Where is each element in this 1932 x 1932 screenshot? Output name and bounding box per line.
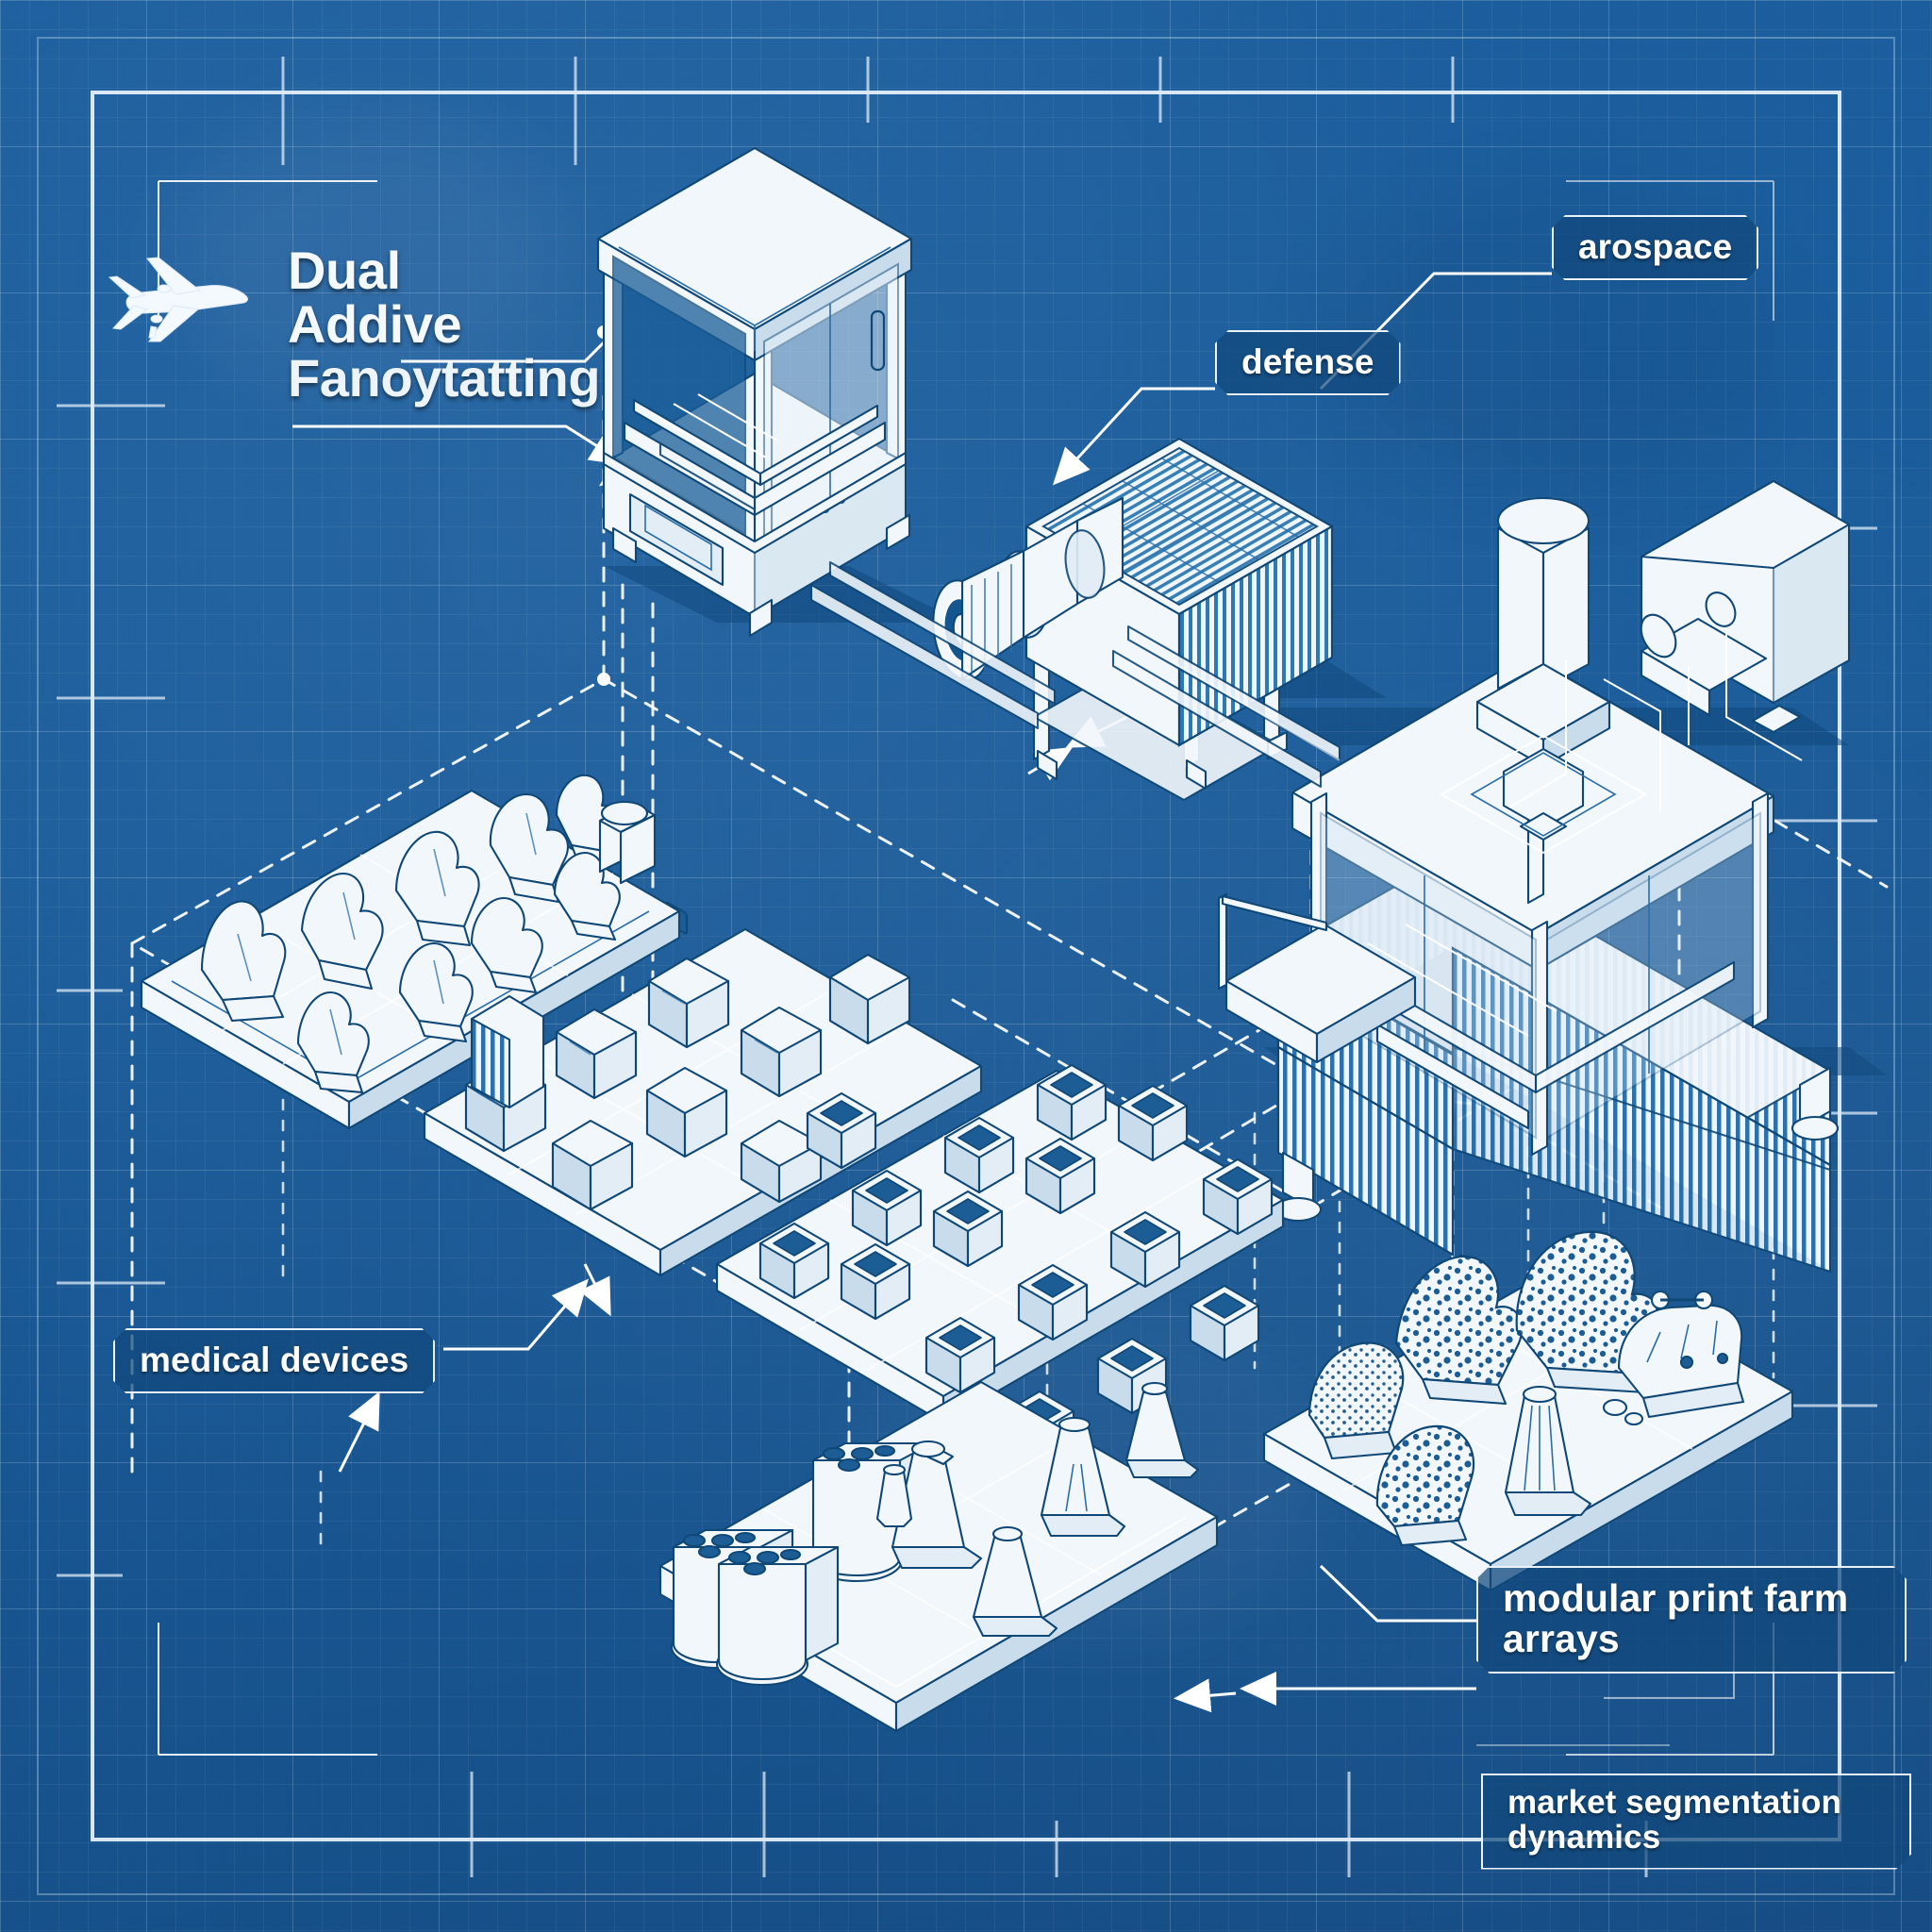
build-plate-organic-parts[interactable] [140,774,681,1130]
paper-blotch [849,1302,1340,1641]
callout-leaders [443,272,1552,1706]
build-plate-cube-array[interactable] [715,1063,1285,1468]
build-plate-nozzle-parts[interactable] [658,1380,1219,1733]
turbine-engine-module[interactable] [927,437,1334,802]
callout-market-line-1: market segmentation [1507,1784,1841,1821]
title-line-3: Fanoytatting [288,348,601,408]
isometric-construction-lines [128,394,1889,1700]
callout-defense-label: defense [1241,342,1374,381]
callout-modular-line-1: modular print farm [1503,1576,1849,1620]
desktop-3d-printer[interactable] [596,146,913,935]
callout-market-line-2: dynamics [1507,1818,1661,1856]
title-line-2: Addive [288,294,462,355]
callout-defense[interactable]: defense [1215,330,1401,395]
airplane-icon [108,257,248,342]
callout-medical-devices[interactable]: medical devices [113,1328,435,1393]
build-plate-block-parts[interactable] [423,927,983,1277]
callout-modular-line-2: arrays [1503,1617,1620,1661]
callout-aerospace[interactable]: arospace [1552,215,1758,280]
callout-medical-devices-label: medical devices [140,1341,409,1379]
flow-arrows [338,451,1473,1713]
ground-shadows [604,566,1887,1075]
industrial-printer-system[interactable] [809,479,1851,1324]
callout-modular-print-farm[interactable]: modular print farm arrays [1476,1566,1907,1674]
callout-market-segmentation[interactable]: market segmentation dynamics [1481,1774,1911,1870]
page-title: Dual Addive Fanoytatting [288,241,601,408]
title-line-1: Dual [288,241,401,300]
build-plate-lattice-parts[interactable] [1262,1230,1794,1592]
callout-aerospace-label: arospace [1578,227,1733,266]
